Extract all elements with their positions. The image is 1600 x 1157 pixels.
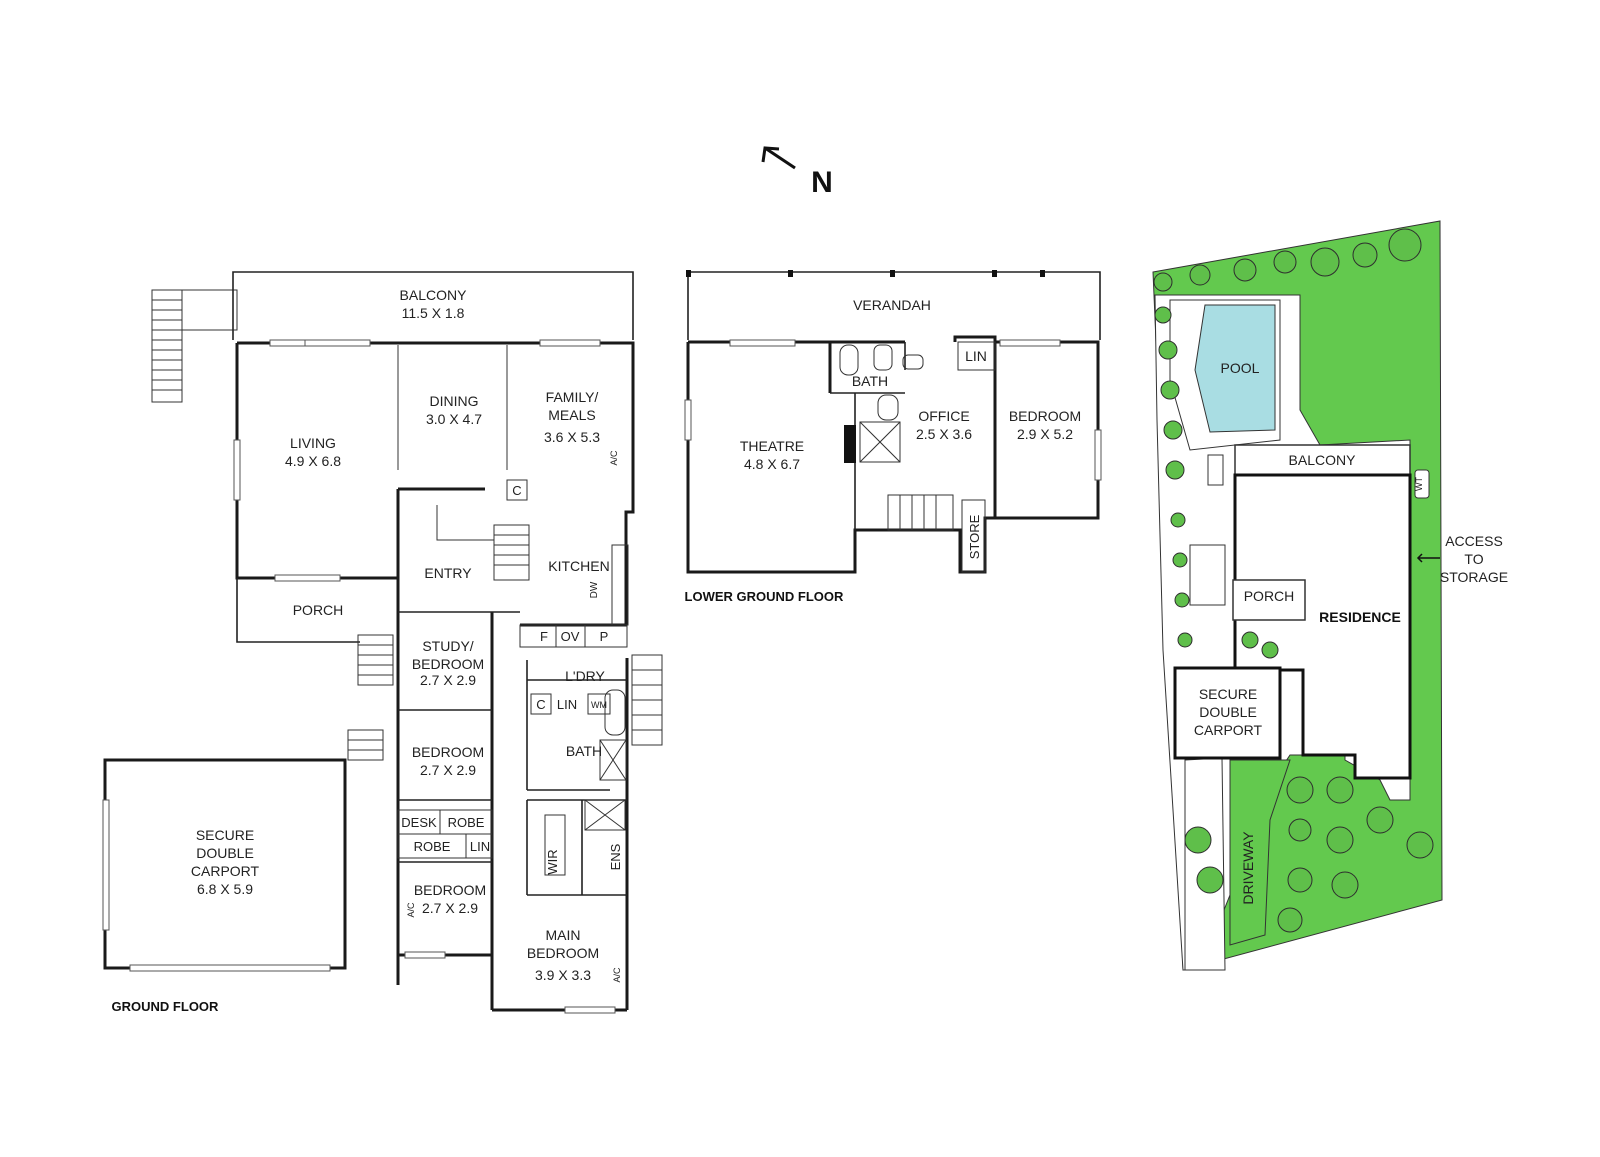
label-entry: ENTRY	[424, 565, 472, 581]
size-bedroom-1: 2.7 X 2.9	[420, 762, 476, 778]
label-family: FAMILY/	[546, 389, 599, 405]
label-wir: WIR	[545, 849, 560, 874]
size-lg-bedroom: 2.9 X 5.2	[1017, 426, 1073, 442]
label-site-pool: POOL	[1221, 360, 1260, 376]
label-site-carport-1: SECURE	[1199, 686, 1257, 702]
label-linen: LIN	[557, 697, 577, 712]
site-porch	[1232, 579, 1306, 621]
label-wm: WM	[591, 700, 607, 710]
label-access-1: ACCESS	[1445, 533, 1503, 549]
size-office: 2.5 X 3.6	[916, 426, 972, 442]
size-living: 4.9 X 6.8	[285, 453, 341, 469]
stair-carport	[347, 729, 384, 761]
site-driveway	[1184, 757, 1226, 971]
label-carport-3: CARPORT	[191, 863, 260, 879]
label-porch: PORCH	[293, 602, 344, 618]
size-bedroom-2: 2.7 X 2.9	[422, 900, 478, 916]
label-ac-family: A/C	[609, 450, 619, 466]
label-bath: BATH	[566, 743, 602, 759]
label-pantry: P	[600, 629, 609, 644]
label-main: MAIN	[546, 927, 581, 943]
label-linen-2: LIN	[470, 839, 490, 854]
label-office: OFFICE	[918, 408, 969, 424]
balcony-outline	[232, 271, 634, 340]
site-carport	[1173, 666, 1282, 760]
label-site-balcony: BALCONY	[1289, 452, 1357, 468]
label-lg-bedroom: BEDROOM	[1009, 408, 1081, 424]
label-robe-1: ROBE	[448, 815, 485, 830]
north-arrow-icon	[761, 146, 796, 170]
label-study-bedroom: BEDROOM	[412, 656, 484, 672]
label-cupboard-2: C	[536, 697, 545, 712]
label-lg-bath: BATH	[852, 373, 888, 389]
label-carport-2: DOUBLE	[196, 845, 254, 861]
porch-outline	[236, 578, 360, 643]
site-plan: POOL BALCONY WT ACCESS TO STORAGE PORCH …	[1152, 220, 1508, 971]
ground-floor-title: GROUND FLOOR	[112, 999, 219, 1014]
label-bedroom-2: BEDROOM	[414, 882, 486, 898]
stair-laundry	[631, 654, 663, 746]
size-study: 2.7 X 2.9	[420, 672, 476, 688]
compass: N	[761, 146, 833, 199]
ground-floor-plan: BALCONY 11.5 X 1.8 LIVING 4.9 X 6.8 DINI…	[102, 271, 663, 1014]
north-label: N	[811, 166, 833, 199]
label-oven: OV	[561, 629, 580, 644]
tree-icon	[1153, 228, 1434, 933]
label-driveway: DRIVEWAY	[1240, 831, 1256, 905]
size-family: 3.6 X 5.3	[544, 429, 600, 445]
size-theatre: 4.8 X 6.7	[744, 456, 800, 472]
label-carport-1: SECURE	[196, 827, 254, 843]
size-carport: 6.8 X 5.9	[197, 881, 253, 897]
label-site-carport-3: CARPORT	[1194, 722, 1263, 738]
label-meals: MEALS	[548, 407, 595, 423]
label-access-2: TO	[1464, 551, 1483, 567]
label-ens: ENS	[608, 843, 623, 870]
label-bedroom-1: BEDROOM	[412, 744, 484, 760]
label-fridge: F	[540, 629, 548, 644]
stair-internal	[436, 505, 530, 581]
stair-balcony	[151, 289, 238, 403]
stair-lower	[887, 494, 954, 531]
site-pool	[1194, 304, 1276, 433]
label-verandah: VERANDAH	[853, 297, 931, 313]
label-study: STUDY/	[422, 638, 473, 654]
label-main-bedroom: BEDROOM	[527, 945, 599, 961]
label-balcony: BALCONY	[400, 287, 468, 303]
size-main-bedroom: 3.9 X 3.3	[535, 967, 591, 983]
label-lg-linen: LIN	[965, 348, 987, 364]
label-cupboard: C	[512, 483, 521, 498]
label-theatre: THEATRE	[740, 438, 804, 454]
label-store: STORE	[967, 514, 982, 559]
label-site-wt: WT	[1414, 477, 1424, 491]
stair-porch	[357, 634, 394, 686]
label-dw: DW	[589, 581, 600, 598]
label-site-carport-2: DOUBLE	[1199, 704, 1257, 720]
lower-ground-floor-plan: VERANDAH THEATRE 4.8 X 6.7 BATH LIN OFFI…	[684, 270, 1102, 604]
site-balcony	[1234, 444, 1411, 476]
label-kitchen: KITCHEN	[548, 558, 609, 574]
label-laundry: L'DRY	[565, 668, 605, 684]
label-ac-bedroom: A/C	[406, 902, 416, 918]
size-dining: 3.0 X 4.7	[426, 411, 482, 427]
label-site-porch: PORCH	[1244, 588, 1295, 604]
label-ac-main: A/C	[612, 967, 622, 983]
label-desk: DESK	[401, 815, 437, 830]
label-robe-2: ROBE	[414, 839, 451, 854]
ground-floor-walls	[235, 341, 635, 627]
label-access-3: STORAGE	[1440, 569, 1508, 585]
size-balcony: 11.5 X 1.8	[402, 305, 465, 321]
label-dining: DINING	[430, 393, 479, 409]
lower-ground-title: LOWER GROUND FLOOR	[685, 589, 844, 604]
label-residence: RESIDENCE	[1319, 609, 1401, 625]
label-living: LIVING	[290, 435, 336, 451]
